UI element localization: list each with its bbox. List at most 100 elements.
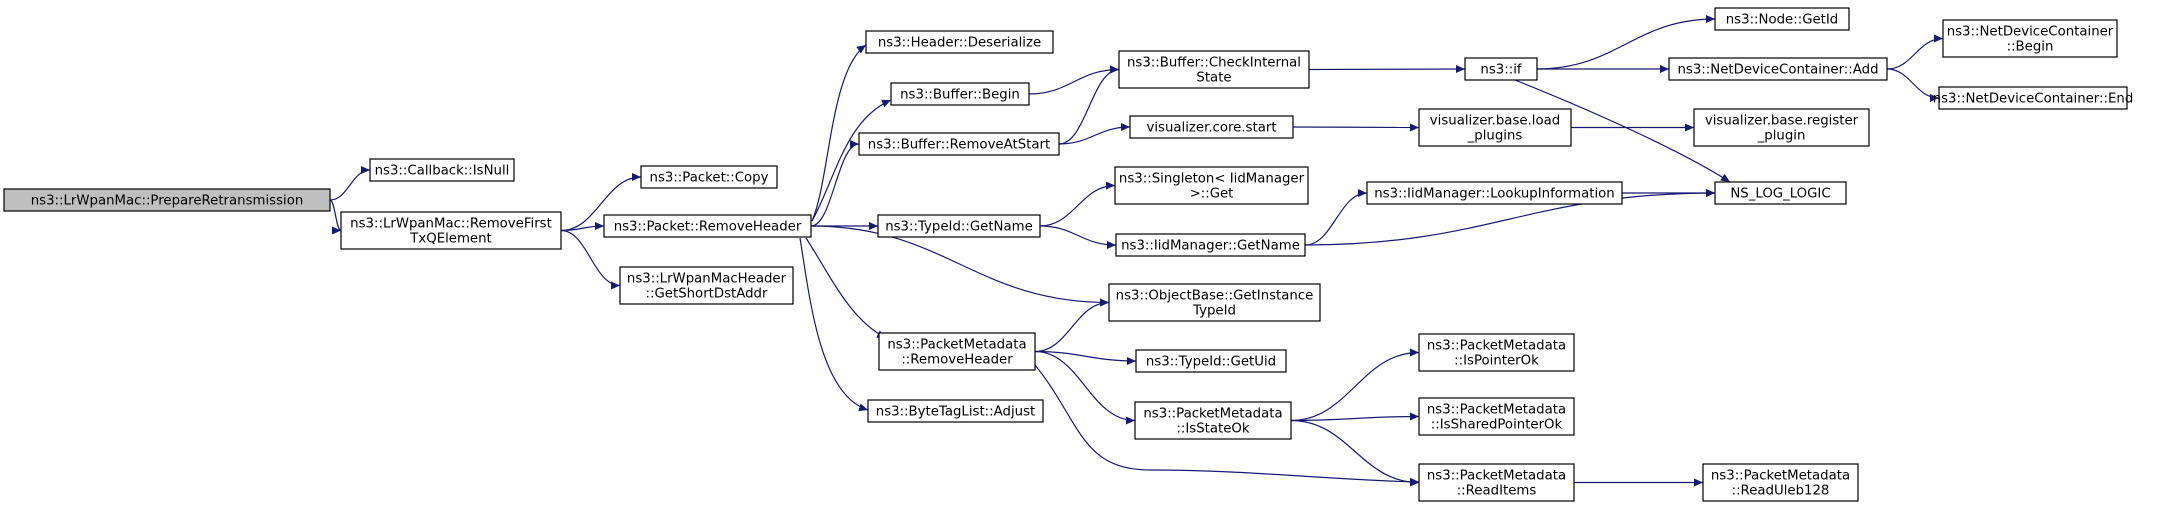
node-label: ::ReadUleb128 xyxy=(1732,484,1830,499)
node-label: ::ReadItems xyxy=(1457,484,1537,499)
node-label: ns3::LrWpanMacHeader xyxy=(627,272,787,287)
node-label: ns3::NetDeviceContainer::Add xyxy=(1677,63,1878,78)
node-removeatstart[interactable]: ns3::Buffer::RemoveAtStart xyxy=(858,132,1060,156)
node-box xyxy=(1366,181,1623,205)
node-label: ns3::Packet::RemoveHeader xyxy=(614,220,802,235)
node-label: NS_LOG_LOGIC xyxy=(1730,187,1830,202)
node-box xyxy=(1418,463,1575,502)
node-ndc-begin[interactable]: ns3::NetDeviceContainer::Begin xyxy=(1942,19,2118,58)
edge-pm_removeheader-to-readitems xyxy=(1034,364,1420,486)
edge-pm_removeheader-to-getuid xyxy=(1034,350,1137,366)
node-ndc-end[interactable]: ns3::NetDeviceContainer::End xyxy=(1933,86,2134,110)
node-label: ns3::TypeId::GetName xyxy=(885,220,1033,235)
node-label: ns3::PacketMetadata xyxy=(1143,407,1282,422)
node-box xyxy=(1418,108,1572,147)
node-root[interactable]: ns3::LrWpanMac::PrepareRetransmission xyxy=(3,188,331,212)
edge-typeid_getname-to-iid_getname xyxy=(1039,225,1117,250)
node-label: visualizer.base.register xyxy=(1705,114,1859,129)
node-iid-getname[interactable]: ns3::IidManager::GetName xyxy=(1115,233,1306,257)
node-deserialize[interactable]: ns3::Header::Deserialize xyxy=(865,30,1054,54)
node-copy[interactable]: ns3::Packet::Copy xyxy=(640,165,778,189)
node-vis-load-plugins[interactable]: visualizer.base.load_plugins xyxy=(1418,108,1572,147)
edge-iid_getname-to-ns_log_logic xyxy=(1304,188,1716,246)
node-typeid-getname[interactable]: ns3::TypeId::GetName xyxy=(877,214,1041,238)
edge-pkt_removeheader-to-buf_begin xyxy=(811,99,892,222)
edge-pkt_removeheader-to-pm_removeheader xyxy=(805,237,887,339)
node-getuid[interactable]: ns3::TypeId::GetUid xyxy=(1135,349,1287,373)
node-readuleb128[interactable]: ns3::PacketMetadata::ReadUleb128 xyxy=(1702,463,1859,502)
node-readitems[interactable]: ns3::PacketMetadata::ReadItems xyxy=(1418,463,1575,502)
edge-root-to-removefirst xyxy=(329,199,342,235)
node-label: ns3::IidManager::LookupInformation xyxy=(1374,187,1614,202)
node-label: _plugins xyxy=(1467,129,1523,144)
node-box xyxy=(1668,57,1888,81)
edge-pm_removeheader-to-getinstancetypeid xyxy=(1034,298,1110,353)
node-label: ns3::LrWpanMac::RemoveFirst xyxy=(350,217,552,232)
node-ispointerok[interactable]: ns3::PacketMetadata::IsPointerOk xyxy=(1418,333,1575,372)
node-box xyxy=(890,82,1030,106)
edge-removefirst-to-pkt_removeheader xyxy=(560,221,605,232)
node-label: visualizer.core.start xyxy=(1146,121,1276,136)
node-issharedpointerok[interactable]: ns3::PacketMetadata::IsSharedPointerOk xyxy=(1418,397,1575,436)
node-bytetag-adjust[interactable]: ns3::ByteTagList::Adjust xyxy=(867,399,1044,423)
node-ns-log-logic[interactable]: NS_LOG_LOGIC xyxy=(1714,181,1847,205)
node-box xyxy=(867,399,1044,423)
node-buf-begin[interactable]: ns3::Buffer::Begin xyxy=(890,82,1030,106)
node-label: ns3::Singleton< IidManager xyxy=(1119,172,1305,187)
edge-ndc_add-to-ndc_end xyxy=(1886,68,1940,103)
edge-isstateok-to-readitems xyxy=(1290,419,1420,487)
node-vis-register-plugin[interactable]: visualizer.base.register_plugin xyxy=(1693,108,1870,147)
edge-pkt_removeheader-to-deserialize xyxy=(811,44,867,222)
edge-pkt_removeheader-to-getinstancetypeid xyxy=(810,225,1110,307)
node-label: ns3::TypeId::GetUid xyxy=(1146,355,1276,370)
node-box xyxy=(1714,181,1847,205)
node-pkt-removeheader[interactable]: ns3::Packet::RemoveHeader xyxy=(603,214,812,238)
node-box xyxy=(340,211,562,250)
edge-removeatstart-to-vis_core_start xyxy=(1058,122,1131,145)
node-ndc-add[interactable]: ns3::NetDeviceContainer::Add xyxy=(1668,57,1888,81)
node-box xyxy=(1714,7,1850,31)
edge-ns3_if-to-ns_log_logic xyxy=(1514,79,1731,183)
node-isstateok[interactable]: ns3::PacketMetadata::IsStateOk xyxy=(1134,401,1292,440)
node-label: ns3::Node::GetId xyxy=(1726,13,1839,28)
edge-isstateok-to-ispointerok xyxy=(1290,348,1420,422)
edge-isstateok-to-issharedpointerok xyxy=(1290,412,1420,422)
node-label: ns3::Packet::Copy xyxy=(650,171,769,186)
node-isnull[interactable]: ns3::Callback::IsNull xyxy=(369,158,515,182)
node-label: ns3::NetDeviceContainer::End xyxy=(1933,92,2134,107)
node-lookupinfo[interactable]: ns3::IidManager::LookupInformation xyxy=(1366,181,1623,205)
node-label: ::IsPointerOk xyxy=(1454,354,1539,369)
node-box xyxy=(640,165,778,189)
node-node-getid[interactable]: ns3::Node::GetId xyxy=(1714,7,1850,31)
edge-removefirst-to-copy xyxy=(560,172,642,232)
node-label: ns3::LrWpanMac::PrepareRetransmission xyxy=(31,194,304,209)
node-pm-removeheader[interactable]: ns3::PacketMetadata::RemoveHeader xyxy=(878,332,1036,371)
node-box xyxy=(603,214,812,238)
edge-ns3_if-to-node_getid xyxy=(1536,14,1716,70)
node-getshortdst[interactable]: ns3::LrWpanMacHeader::GetShortDstAddr xyxy=(619,266,794,305)
node-box xyxy=(1464,57,1538,81)
node-box xyxy=(1115,233,1306,257)
node-label: ns3::Buffer::Begin xyxy=(900,88,1020,103)
node-box xyxy=(1938,86,2128,110)
node-box xyxy=(1418,333,1575,372)
node-box xyxy=(1108,283,1321,322)
node-box xyxy=(858,132,1060,156)
node-box xyxy=(1114,166,1309,205)
node-vis-core-start[interactable]: visualizer.core.start xyxy=(1129,115,1294,139)
node-label: ns3::IidManager::GetName xyxy=(1121,239,1300,254)
edge-ndc_add-to-ndc_begin xyxy=(1886,34,1944,70)
node-label: ::RemoveHeader xyxy=(901,353,1013,368)
node-label: State xyxy=(1196,71,1231,86)
node-box xyxy=(3,188,331,212)
node-ns3-if[interactable]: ns3::if xyxy=(1464,57,1538,81)
edge-removeatstart-to-checkinternal xyxy=(1058,65,1120,145)
node-label: ns3::Buffer::RemoveAtStart xyxy=(868,138,1050,153)
node-singleton-get[interactable]: ns3::Singleton< IidManager>::Get xyxy=(1114,166,1309,205)
edge-typeid_getname-to-singleton_get xyxy=(1039,181,1116,227)
node-box xyxy=(865,30,1054,54)
node-label: _plugin xyxy=(1757,129,1806,144)
